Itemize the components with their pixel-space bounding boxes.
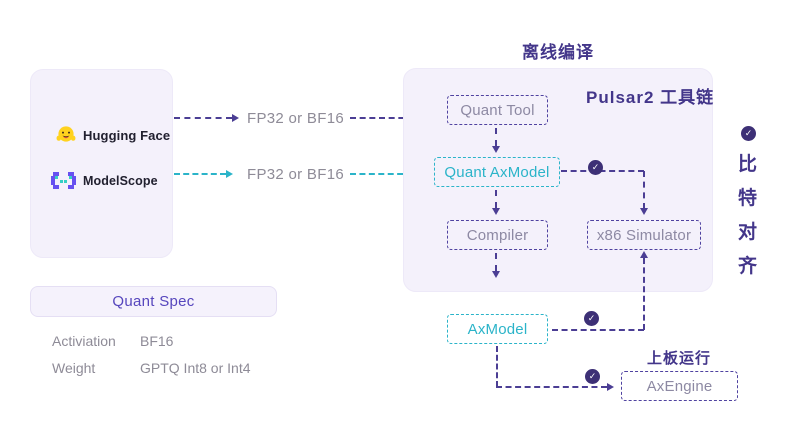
pulsar2-panel-title: Pulsar2 工具链 xyxy=(586,88,715,107)
bit-alignment-caption: 比 特 对 齐 xyxy=(738,149,757,278)
spec-weight-value: GPTQ Int8 or Int4 xyxy=(140,360,251,376)
node-x86-simulator: x86 Simulator xyxy=(587,220,701,250)
bit-alignment-char: 对 xyxy=(738,222,758,243)
arrowhead-x86-in-top xyxy=(640,208,648,215)
axmodel-label: AxModel xyxy=(467,320,528,338)
huggingface-brand: Hugging Face xyxy=(56,125,170,145)
flow-top-line-right xyxy=(350,117,414,119)
node-quant-axmodel: Quant AxModel xyxy=(434,157,560,187)
quant-axmodel-label: Quant AxModel xyxy=(444,163,550,181)
spec-activation-label: Activiation xyxy=(52,333,116,349)
flow-top-line-left xyxy=(174,117,232,119)
check-badge-axmodel: ✓ xyxy=(584,311,599,326)
connector-axmodel-to-x86-v xyxy=(643,258,645,330)
node-axengine: AxEngine xyxy=(621,371,738,401)
quant-spec-title: Quant Spec xyxy=(112,293,195,310)
modelscope-label: ModelScope xyxy=(83,173,158,188)
modelscope-icon xyxy=(51,172,76,189)
spec-row-activation: Activiation BF16 xyxy=(52,333,292,349)
arrowhead-quantaxmodel-in xyxy=(492,146,500,153)
flow-top-label: FP32 or BF16 xyxy=(247,110,344,127)
hugging-face-icon xyxy=(56,126,76,142)
flow-bottom-arrowhead-left xyxy=(226,170,233,178)
offline-compile-title: 离线编译 xyxy=(522,43,594,62)
connector-quantaxmodel-to-x86-h xyxy=(561,170,644,172)
connector-axmodel-to-x86-h xyxy=(552,329,644,331)
arrowhead-compiler-in xyxy=(492,208,500,215)
x86-simulator-label: x86 Simulator xyxy=(596,226,692,244)
pulsar2-toolchain-panel xyxy=(403,68,713,292)
axengine-label: AxEngine xyxy=(646,377,713,395)
check-badge-axengine: ✓ xyxy=(585,369,600,384)
connector-quanttool-to-quantaxmodel xyxy=(495,128,497,146)
node-quant-tool: Quant Tool xyxy=(447,95,548,125)
flow-bottom-line-left xyxy=(174,173,226,175)
flow-bottom-line-right xyxy=(350,173,422,175)
model-sources-panel: Hugging Face ModelScope xyxy=(30,69,173,258)
bit-alignment-char: 齐 xyxy=(738,256,758,277)
quant-spec-header: Quant Spec xyxy=(30,286,277,317)
bit-alignment-char: 特 xyxy=(738,188,758,209)
node-axmodel: AxModel xyxy=(447,314,548,344)
spec-activation-value: BF16 xyxy=(140,333,174,349)
compiler-label: Compiler xyxy=(466,226,529,244)
spec-weight-label: Weight xyxy=(52,360,96,376)
board-run-title: 上板运行 xyxy=(647,350,712,367)
check-badge-bit-alignment: ✓ xyxy=(741,126,756,141)
bit-alignment-char: 比 xyxy=(738,154,758,175)
node-compiler: Compiler xyxy=(447,220,548,250)
connector-quantaxmodel-to-x86-v xyxy=(643,171,645,209)
connector-axmodel-to-axengine-h xyxy=(496,386,607,388)
arrowhead-compiler-out xyxy=(492,271,500,278)
arrowhead-axengine-in xyxy=(607,383,614,391)
huggingface-label: Hugging Face xyxy=(83,127,171,143)
spec-row-weight: Weight GPTQ Int8 or Int4 xyxy=(52,360,292,376)
modelscope-brand: ModelScope xyxy=(51,172,158,189)
connector-axmodel-to-axengine-v xyxy=(496,346,498,387)
check-badge-quantaxmodel: ✓ xyxy=(588,160,603,175)
flow-top-arrowhead-left xyxy=(232,114,239,122)
connector-compiler-out xyxy=(495,253,497,271)
quant-tool-label: Quant Tool xyxy=(460,101,535,119)
flow-bottom-label: FP32 or BF16 xyxy=(247,166,344,183)
connector-quantaxmodel-to-compiler xyxy=(495,190,497,208)
arrowhead-x86-in-bottom xyxy=(640,251,648,258)
